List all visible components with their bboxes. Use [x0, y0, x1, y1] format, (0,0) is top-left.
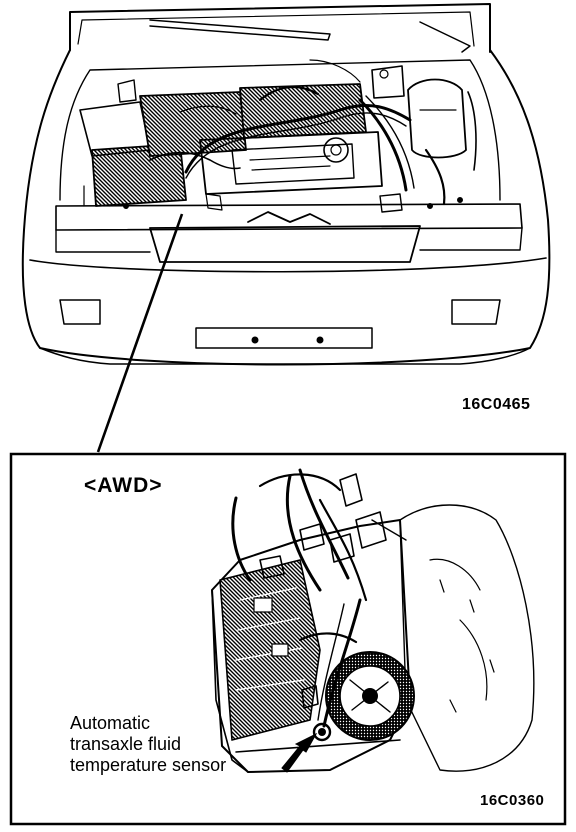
- callout-line-2: transaxle fluid: [70, 734, 182, 754]
- sensor-callout: Automatic transaxle fluid temperature se…: [70, 713, 226, 776]
- awd-inset-frame: [9, 452, 567, 826]
- variant-tag: <AWD>: [84, 474, 163, 497]
- vehicle-front-illustration: [21, 3, 551, 366]
- transaxle-illustration: [211, 468, 535, 773]
- callout-line-3: temperature sensor: [70, 755, 227, 775]
- callout-arrow: [281, 732, 318, 773]
- leader-line: [96, 213, 184, 453]
- figure-id-bottom: 16C0360: [480, 792, 545, 809]
- figure-id-top: 16C0465: [462, 396, 531, 413]
- fluid-temperature-sensor: [312, 722, 332, 742]
- callout-line-1: Automatic: [70, 713, 151, 733]
- hood: [69, 3, 491, 53]
